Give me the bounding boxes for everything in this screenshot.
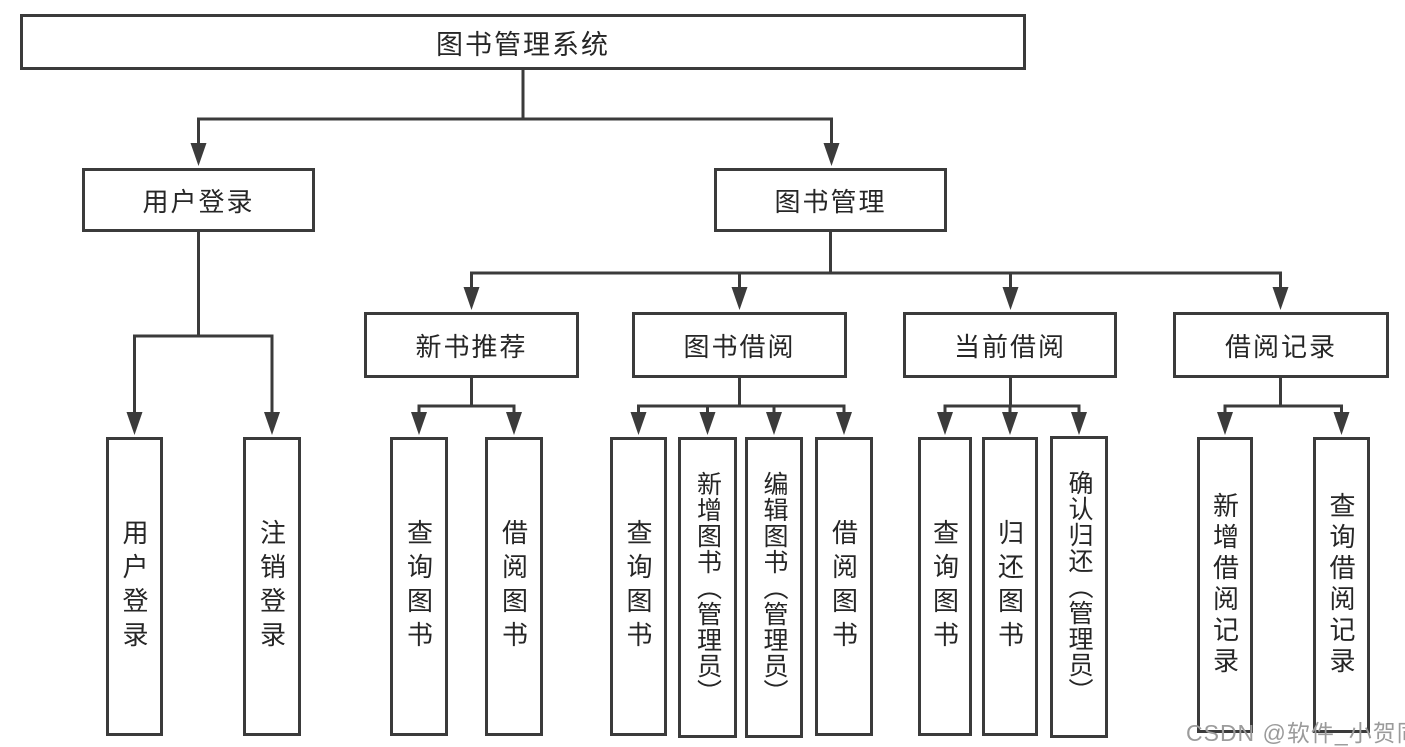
node-label: 当前借阅: [953, 331, 1066, 362]
leaf-label: 查询图书: [623, 518, 653, 655]
leaf-label: 借阅图书: [828, 518, 859, 655]
arrowhead: [630, 412, 647, 435]
connector-bookmgmt-to-level3: [470, 232, 1282, 292]
connector-records-to-leaves: [1223, 378, 1343, 416]
leaf-label: 查询图书: [403, 518, 434, 655]
leaf-label: 确认归还（管理员）: [1065, 470, 1093, 704]
connector-root-to-level2: [197, 70, 833, 146]
node-label: 借阅记录: [1224, 331, 1337, 362]
leaf-query-book-current: 查询图书: [918, 437, 972, 736]
arrowhead: [836, 412, 852, 435]
node-label: 图书管理系统: [436, 29, 610, 60]
leaf-label: 查询图书: [929, 518, 960, 655]
leaf-user-login: 用户登录: [106, 437, 163, 736]
node-borrow-records: 借阅记录: [1173, 312, 1389, 378]
leaf-return-book: 归还图书: [982, 437, 1038, 736]
arrowhead: [699, 412, 716, 435]
leaf-label: 编辑图书（管理员）: [760, 470, 788, 705]
node-current-borrow: 当前借阅: [903, 312, 1117, 378]
arrowhead: [1272, 287, 1289, 310]
arrowhead: [264, 412, 280, 435]
node-label: 新书推荐: [415, 331, 528, 362]
leaf-label: 新增图书（管理员）: [693, 470, 722, 705]
arrowhead: [823, 143, 840, 166]
leaf-label: 借阅图书: [498, 518, 529, 655]
node-label: 用户登录: [142, 186, 255, 217]
leaf-query-book-recommend: 查询图书: [390, 437, 448, 736]
connector-newbook-to-leaves: [417, 378, 516, 416]
arrowhead: [126, 412, 143, 435]
arrowhead: [190, 143, 207, 166]
node-book-management: 图书管理: [714, 168, 947, 232]
node-library-management-system: 图书管理系统: [20, 14, 1026, 70]
node-label: 图书管理: [774, 186, 887, 217]
arrowhead: [731, 287, 748, 310]
arrowhead: [1002, 412, 1018, 435]
arrowhead: [506, 412, 522, 435]
leaf-label: 归还图书: [994, 518, 1025, 655]
arrowhead: [937, 412, 953, 435]
arrowhead: [1333, 412, 1350, 435]
node-new-book-recommend: 新书推荐: [364, 312, 579, 378]
connector-current-to-leaves: [943, 378, 1081, 416]
node-book-borrow: 图书借阅: [632, 312, 847, 378]
leaf-label: 用户登录: [119, 518, 149, 655]
arrowhead: [766, 412, 782, 435]
csdn-watermark: CSDN @软件_小贺同学: [1186, 720, 1405, 746]
leaf-query-borrow-record: 查询借阅记录: [1313, 437, 1370, 733]
leaf-label: 新增借阅记录: [1209, 492, 1240, 678]
arrowhead: [463, 287, 480, 310]
leaf-add-borrow-record: 新增借阅记录: [1197, 437, 1253, 733]
leaf-label: 查询借阅记录: [1326, 492, 1356, 678]
node-user-login: 用户登录: [82, 168, 315, 232]
leaf-logout: 注销登录: [243, 437, 301, 736]
arrowhead: [1217, 412, 1233, 435]
arrowhead: [1002, 287, 1019, 310]
leaf-query-book-borrow: 查询图书: [610, 437, 667, 736]
arrowheads: [126, 143, 1350, 435]
leaf-borrow-book-recommend: 借阅图书: [485, 437, 543, 736]
arrowhead: [411, 412, 427, 435]
connector-borrow-to-leaves: [637, 378, 846, 416]
node-label: 图书借阅: [683, 331, 796, 362]
leaf-label: 注销登录: [256, 518, 287, 655]
leaf-borrow-book: 借阅图书: [815, 437, 873, 736]
connector-userlogin-to-leaves: [133, 232, 274, 414]
leaf-confirm-return-admin: 确认归还（管理员）: [1050, 436, 1108, 738]
arrowhead: [1071, 412, 1087, 435]
leaf-edit-book-admin: 编辑图书（管理员）: [745, 437, 803, 738]
leaf-add-book-admin: 新增图书（管理员）: [678, 437, 737, 738]
